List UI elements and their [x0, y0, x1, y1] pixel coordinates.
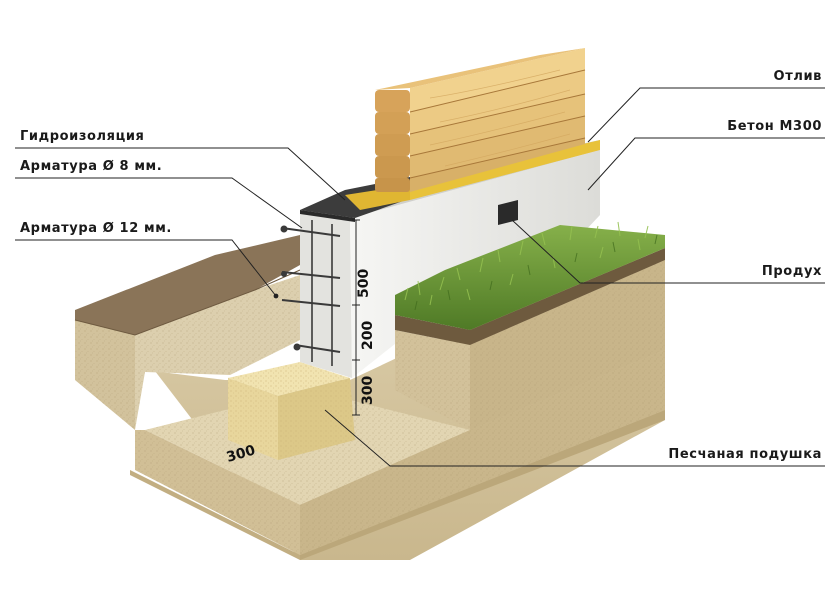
label-pesok: Песчаная подушка — [668, 447, 822, 462]
label-armatura8: Арматура Ø 8 мм. — [20, 159, 162, 174]
vent-hole — [498, 200, 518, 225]
dim-cushion-width: 300 — [225, 442, 258, 466]
rebar — [280, 220, 341, 366]
leader-produh — [511, 219, 825, 284]
label-armatura12: Арматура Ø 12 мм. — [20, 221, 172, 236]
leader-lines — [15, 87, 825, 467]
leader-beton — [587, 137, 825, 191]
dim-depth-upper: 200 — [360, 321, 376, 350]
timber-wall — [375, 48, 586, 192]
leader-arm8 — [15, 177, 303, 229]
leader-gidro — [15, 147, 346, 201]
sand-cushion — [228, 362, 355, 460]
label-otliv: Отлив — [774, 69, 822, 84]
left-soil — [74, 235, 301, 430]
grass-block — [395, 221, 665, 430]
dim-wall-height: 500 — [356, 269, 372, 298]
label-produh: Продух — [762, 264, 822, 279]
leader-pesok — [324, 409, 825, 467]
callout-labels: Отлив Бетон М300 Продух Песчаная подушка… — [20, 69, 822, 462]
leader-arm12 — [15, 239, 277, 297]
dimension-labels: 500 200 300 300 — [225, 219, 376, 466]
dim-depth-lower: 300 — [360, 376, 376, 405]
leader-otliv — [587, 87, 825, 143]
label-beton: Бетон М300 — [727, 119, 822, 134]
label-gidro: Гидроизоляция — [20, 129, 144, 144]
